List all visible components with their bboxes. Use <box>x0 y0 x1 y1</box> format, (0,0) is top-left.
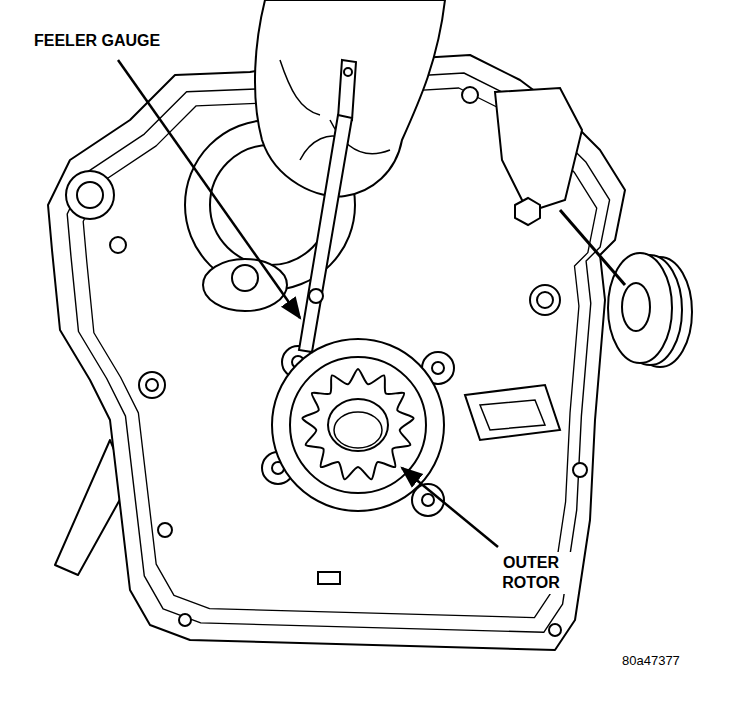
illustration-part <box>83 88 597 618</box>
illustration-part <box>203 259 287 311</box>
illustration-part <box>608 253 672 363</box>
illustration-part <box>110 237 126 253</box>
illustration-part <box>280 60 320 115</box>
illustration-part <box>328 399 388 451</box>
figure-code: 80a47377 <box>620 652 682 670</box>
outer-rotor <box>302 369 413 479</box>
illustration-part <box>495 88 582 212</box>
illustration-part <box>537 292 553 308</box>
illustration-part <box>158 523 172 537</box>
illustration-part <box>146 379 158 391</box>
illustration-part <box>66 171 114 219</box>
illustration-part <box>422 494 434 506</box>
illustration-part <box>344 68 352 76</box>
oil-pump <box>262 339 454 516</box>
illustration-part <box>622 283 650 331</box>
part-label: FEELER GAUGE <box>32 30 162 52</box>
illustration-part <box>299 115 352 352</box>
illustration-part <box>462 87 478 103</box>
illustration-part <box>255 0 445 197</box>
illustration-part <box>530 285 560 315</box>
illustration-part <box>515 198 540 225</box>
illustration-part <box>77 182 103 208</box>
illustration-part <box>272 339 444 511</box>
part-label: OUTER ROTOR <box>484 552 578 594</box>
timing-cover <box>48 55 625 650</box>
illustration-part <box>549 624 561 636</box>
illustration-part <box>179 614 191 626</box>
illustration-part <box>432 362 444 374</box>
illustration-part <box>573 463 587 477</box>
illustration-part <box>139 372 165 398</box>
leader-lines <box>118 60 498 547</box>
illustration-part <box>334 412 382 448</box>
leader-line <box>118 60 300 318</box>
illustration-part <box>318 572 340 584</box>
illustration-part <box>480 400 545 430</box>
illustration-part <box>290 357 426 493</box>
illustration-part <box>465 385 560 440</box>
illustration-part <box>338 60 356 120</box>
illustration-part <box>309 289 323 303</box>
illustration-part <box>48 55 625 650</box>
feeler-gauge <box>299 60 356 352</box>
illustration-part <box>560 210 625 285</box>
leader-line <box>402 468 498 547</box>
illustration-part <box>67 73 609 632</box>
hands <box>255 0 445 197</box>
illustration-part <box>232 265 258 291</box>
